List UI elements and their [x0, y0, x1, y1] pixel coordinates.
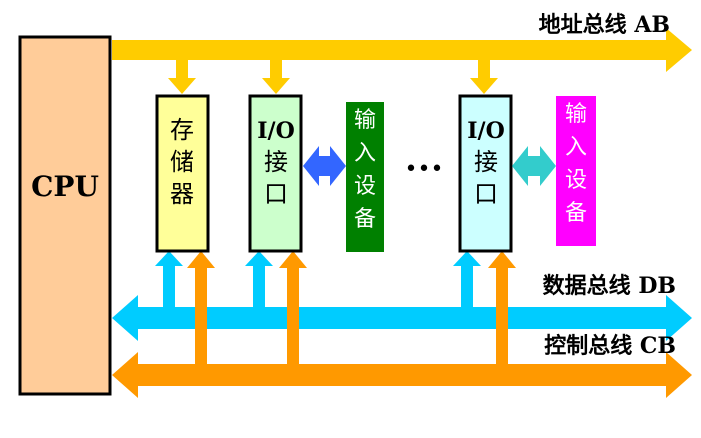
- device1-label-line1: 输: [354, 108, 376, 133]
- io1-data-connector: [245, 251, 273, 309]
- io1-label-line1: I/O: [257, 118, 295, 144]
- io2-label-line2: 接: [474, 148, 498, 176]
- io2-device2-link-arrow: [512, 146, 556, 186]
- memory-label-line2: 储: [170, 148, 194, 176]
- memory-data-connector: [155, 251, 183, 309]
- ellipsis: •••: [405, 157, 444, 182]
- device2-box: [556, 96, 596, 246]
- io1-control-connector: [279, 251, 307, 366]
- io1-label-line3: 口: [264, 180, 288, 208]
- memory-label-line3: 器: [170, 180, 194, 208]
- control-bus-label: 控制总线 CB: [544, 333, 676, 359]
- data-bus-label: 数据总线 DB: [543, 273, 676, 299]
- data-bus-arrow: [112, 295, 692, 341]
- control-bus-arrow: [112, 352, 692, 398]
- device2-label-line1: 输: [565, 102, 587, 127]
- address-bus-label: 地址总线 AB: [539, 12, 670, 38]
- io2-data-connector: [453, 251, 481, 309]
- memory-address-connector: [168, 58, 196, 94]
- io1-device1-link-arrow: [303, 146, 346, 186]
- cpu-label: CPU: [31, 170, 99, 203]
- device2-label-line3: 设: [565, 168, 587, 193]
- device1-label-line4: 备: [354, 207, 376, 232]
- device2-label-line2: 入: [565, 135, 587, 160]
- io1-address-connector: [262, 58, 290, 94]
- io2-control-connector: [488, 251, 516, 366]
- device1-label-line2: 入: [354, 141, 376, 166]
- io2-address-connector: [470, 58, 498, 94]
- memory-label-line1: 存: [170, 116, 194, 144]
- device1-box: [346, 102, 384, 252]
- io1-label-line2: 接: [264, 148, 288, 176]
- cpu-box: [18, 35, 112, 396]
- memory-box: [155, 94, 210, 253]
- device1-label-line3: 设: [354, 174, 376, 199]
- memory-control-connector: [187, 251, 215, 366]
- io2-label-line1: I/O: [467, 118, 505, 144]
- io2-label-line3: 口: [474, 180, 498, 208]
- device2-label-line4: 备: [565, 201, 587, 226]
- io1-box: [248, 94, 303, 253]
- address-bus-arrow: [112, 28, 692, 72]
- io2-box: [458, 94, 513, 253]
